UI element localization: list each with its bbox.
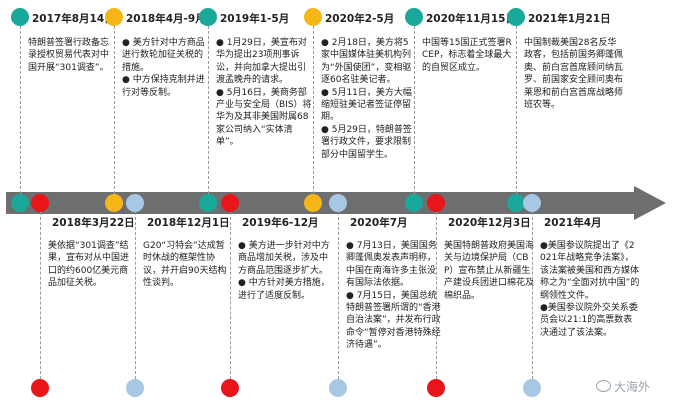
bottom-event-line: ● 7月15日，美国总统特朗普签署所谓的“香港自治法案”，并发布行政命令“暂停对… xyxy=(346,290,441,351)
bottom-event-end-dot xyxy=(221,379,239,397)
top-event-connector xyxy=(208,26,209,194)
top-event-line: ● 2月18日，美方将5家中国媒体驻美机构列为“外国使团”，变相驱逐60名驻美记… xyxy=(321,38,412,86)
top-event-description: ● 2月18日，美方将5家中国媒体驻美机构列为“外国使团”，变相驱逐60名驻美记… xyxy=(321,37,416,161)
top-event-axis-dot xyxy=(199,194,217,212)
top-event-description: ● 1月29日，美宣布对华为提出23项刑事诉讼，并向加拿大提出引渡孟晚舟的请求。… xyxy=(216,37,312,149)
watermark-text: 大海外 xyxy=(614,380,651,394)
top-event-axis-dot xyxy=(405,194,423,212)
top-event-axis-dot xyxy=(105,194,123,212)
top-event-date: 2019年1-5月 xyxy=(220,13,290,25)
bottom-event-line: ●美国参议院外交关系委员会以21:1的高票数表决通过了该法案。 xyxy=(540,303,638,338)
bottom-event-date: 2018年12月1日 xyxy=(147,217,230,229)
top-event-end-dot xyxy=(199,8,217,26)
bottom-event-date: 2020年12月3日 xyxy=(448,217,531,229)
bottom-event-axis-dot xyxy=(126,194,144,212)
bottom-event-connector xyxy=(135,212,136,379)
bottom-event-axis-dot xyxy=(523,194,541,212)
top-event-date: 2017年8月14日 xyxy=(32,13,115,25)
bottom-event-connector xyxy=(40,212,41,379)
top-event-line: 中国等15国正式签署RCEP，标志着全球最大的自贸区成立。 xyxy=(422,38,512,73)
top-event-line: ● 中方保持克制并进行对等反制。 xyxy=(122,75,205,98)
bottom-event-date: 2019年6-12月 xyxy=(242,217,319,229)
top-event-date: 2018年4月-9月 xyxy=(126,13,206,25)
bottom-event-end-dot xyxy=(126,379,144,397)
bottom-event-connector xyxy=(230,212,231,379)
bottom-event-line: ● 美方进一步针对中方商品增加关税，涉及中方商品范围逐步扩大。 xyxy=(238,241,330,276)
top-event-end-dot xyxy=(507,8,525,26)
top-event-connector xyxy=(414,26,415,194)
bottom-event-end-dot xyxy=(523,379,541,397)
bottom-event-end-dot xyxy=(427,379,445,397)
top-event-date: 2020年2-5月 xyxy=(325,13,395,25)
top-event-description: 中国等15国正式签署RCEP，标志着全球最大的自贸区成立。 xyxy=(422,37,514,74)
bottom-event-axis-dot xyxy=(31,194,49,212)
bottom-event-line: ● 中方针对美方措施，进行了适度反制。 xyxy=(238,278,330,301)
top-event-axis-dot xyxy=(11,194,29,212)
bottom-event-line: 美依据“301调查”结果，宣布对从中国进口的约600亿美元商品加征关税。 xyxy=(48,241,130,289)
bottom-event-line: G20“习特会”达成暂时休战的框架性协议，并开启90天结构性谈判。 xyxy=(143,241,227,289)
top-event-date: 2020年11月15日 xyxy=(426,13,516,25)
bottom-event-date: 2018年3月22日 xyxy=(52,217,135,229)
bottom-event-description: ● 美方进一步针对中方商品增加关税，涉及中方商品范围逐步扩大。● 中方针对美方措… xyxy=(238,240,334,302)
bottom-event-axis-dot xyxy=(221,194,239,212)
top-event-connector xyxy=(114,26,115,194)
top-event-line: ● 5月16日，美商务部产业与安全局（BIS）将华为及其非美国附属68家公司纳入… xyxy=(216,87,312,148)
top-event-end-dot xyxy=(11,8,29,26)
top-event-line: ● 5月11日，美方大幅缩短驻美记者签证停留期。 xyxy=(321,87,412,123)
top-event-connector xyxy=(516,26,517,194)
top-event-end-dot xyxy=(304,8,322,26)
bottom-event-connector xyxy=(532,212,533,379)
bottom-event-axis-dot xyxy=(427,194,445,212)
wechat-icon xyxy=(596,380,611,392)
top-event-line: 中国制裁美国28名反华政客，包括前国务卿蓬佩奥、前白宫首席顾问纳瓦罗、前国家安全… xyxy=(524,38,624,111)
top-event-date: 2021年1月21日 xyxy=(528,13,611,25)
top-event-end-dot xyxy=(105,8,123,26)
bottom-event-line: ●美国参议院提出了《2021年战略竞争法案》，该法案被美国和西方媒体称之为“全面… xyxy=(540,241,640,301)
bottom-event-description: ● 7月13日，美国国务卿蓬佩奥发表声明称，中国在南海许多主张没有国际法依据。●… xyxy=(346,240,442,352)
top-event-line: ● 美方针对中方商品进行数轮加征关税的措施。 xyxy=(122,38,205,73)
top-event-line: ● 5月29日，特朗普签署行政文件，要求限制部分中国留学生。 xyxy=(321,124,412,160)
top-event-end-dot xyxy=(405,8,423,26)
bottom-event-connector xyxy=(436,212,437,379)
bottom-event-line: ● 7月13日，美国国务卿蓬佩奥发表声明称，中国在南海许多主张没有国际法依据。 xyxy=(346,241,437,289)
bottom-event-description: 美国特朗普政府美国海关与边境保护局（CBP）宣布禁止从新疆生产建设兵团进口棉花及… xyxy=(444,240,538,302)
bottom-event-description: G20“习特会”达成暂时休战的框架性协议，并开启90天结构性谈判。 xyxy=(143,240,231,290)
top-event-description: 特朗普签署行政备忘录授权贸易代表对中国开展“301调查”。 xyxy=(28,37,110,74)
top-event-axis-dot xyxy=(507,194,525,212)
top-event-axis-dot xyxy=(304,194,322,212)
watermark: 大海外 xyxy=(596,378,650,395)
top-event-connector xyxy=(20,26,21,194)
top-event-description: 中国制裁美国28名反华政客，包括前国务卿蓬佩奥、前白宫首席顾问纳瓦罗、前国家安全… xyxy=(524,37,624,111)
top-event-connector xyxy=(313,26,314,194)
bottom-event-date: 2021年4月 xyxy=(544,217,602,229)
bottom-event-description: 美依据“301调查”结果，宣布对从中国进口的约600亿美元商品加征关税。 xyxy=(48,240,132,290)
bottom-event-description: ●美国参议院提出了《2021年战略竞争法案》，该法案被美国和西方媒体称之为“全面… xyxy=(540,240,640,339)
bottom-event-line: 美国特朗普政府美国海关与边境保护局（CBP）宣布禁止从新疆生产建设兵团进口棉花及… xyxy=(444,241,535,301)
bottom-event-date: 2020年7月 xyxy=(350,217,408,229)
bottom-event-end-dot xyxy=(329,379,347,397)
bottom-event-end-dot xyxy=(31,379,49,397)
bottom-event-connector xyxy=(338,212,339,379)
top-event-description: ● 美方针对中方商品进行数轮加征关税的措施。● 中方保持克制并进行对等反制。 xyxy=(122,37,210,99)
bottom-event-axis-dot xyxy=(329,194,347,212)
top-event-line: 特朗普签署行政备忘录授权贸易代表对中国开展“301调查”。 xyxy=(28,38,110,73)
top-event-line: ● 1月29日，美宣布对华为提出23项刑事诉讼，并向加拿大提出引渡孟晚舟的请求。 xyxy=(216,38,307,86)
